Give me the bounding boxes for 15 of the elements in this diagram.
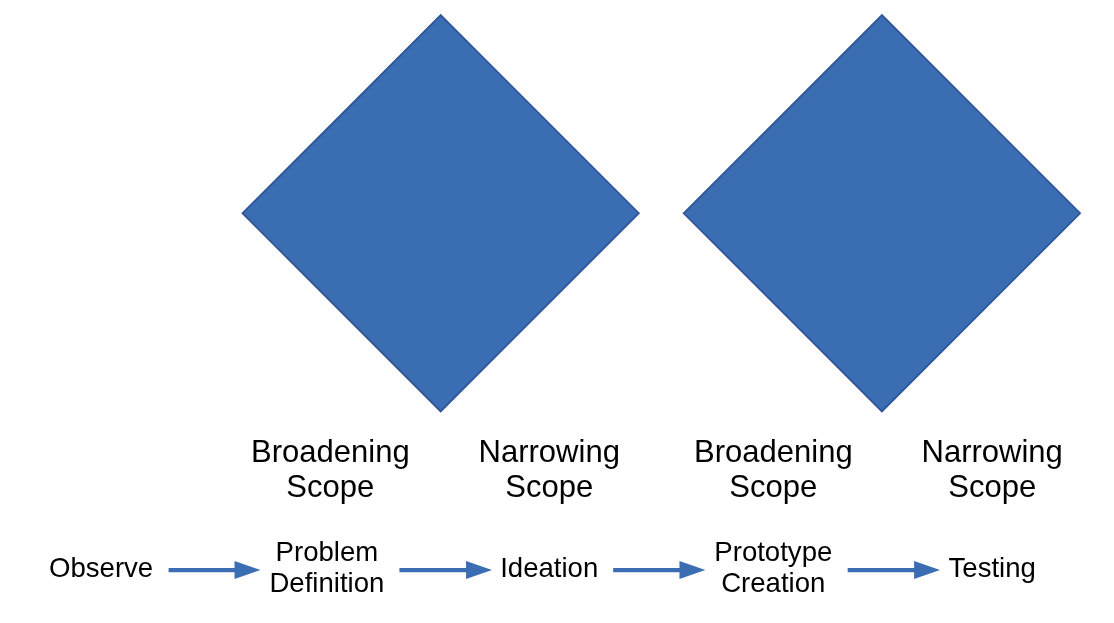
arrow	[399, 560, 492, 580]
arrow	[847, 560, 941, 580]
node-diamond	[682, 13, 1082, 413]
label: Broadening Scope	[693, 434, 853, 504]
label: Broadening Scope	[251, 434, 410, 504]
node-text: Observe	[49, 551, 154, 583]
node-diamond	[241, 13, 641, 413]
label: Narrowing Scope	[921, 434, 1063, 504]
node-text: Problem Definition	[269, 536, 385, 599]
node-text: Prototype Creation	[714, 536, 833, 599]
label: Narrowing Scope	[478, 434, 620, 504]
node-text: Ideation	[500, 551, 599, 583]
arrow	[168, 560, 261, 580]
arrow	[613, 560, 706, 580]
node-text: Testing	[948, 551, 1036, 583]
